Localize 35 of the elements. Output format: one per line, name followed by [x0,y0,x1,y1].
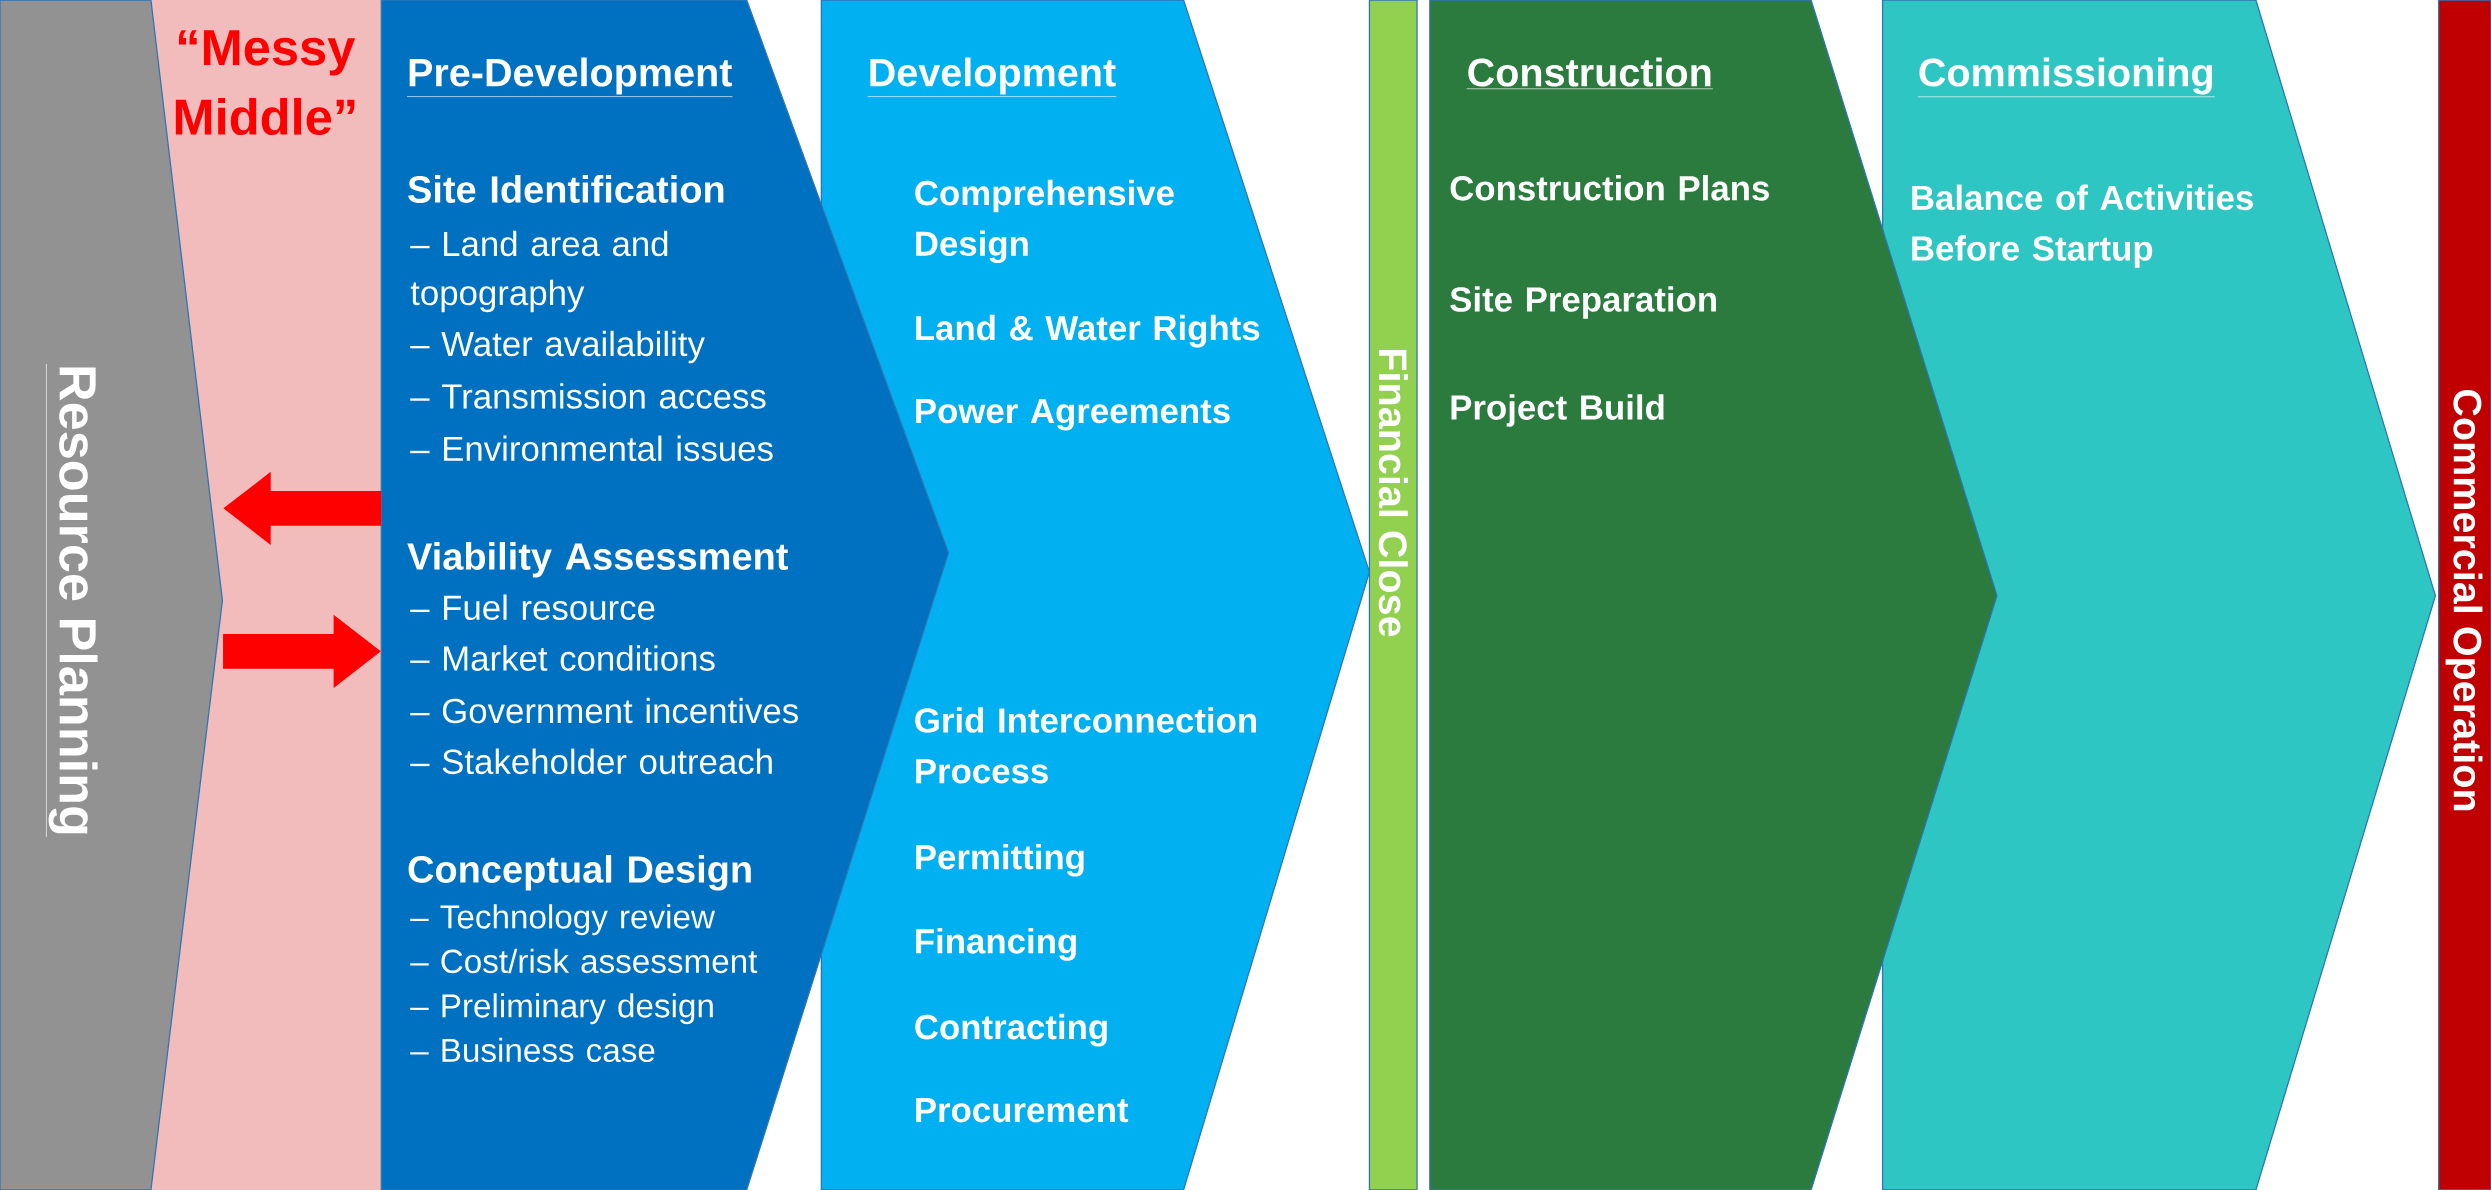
section-heading: Development [867,57,1117,97]
item-text: Grid Interconnection Process [915,707,1256,784]
bullet-item: – Preliminary design [410,993,713,1025]
item-text: Project Build [1451,394,1664,427]
section-heading: Construction [1466,57,1714,90]
item-text: Power Agreements [916,399,1230,431]
item-text: Financing [916,928,1076,961]
vertical-heading: Resource Planning [46,363,98,838]
subheading: Site Identification [408,175,724,203]
bullet-item: – Fuel resource [410,594,655,621]
bullet-item: – Business case [410,1037,655,1063]
subheading: Conceptual Design [408,855,751,891]
vertical-label: Financial Close [1378,350,1408,637]
item-text: Site Preparation [1450,286,1716,319]
vertical-label: Commercial Operation [2445,390,2483,811]
section-heading: Pre-Development [406,57,733,97]
bullet-item: – Government incentives [410,697,798,724]
bullet-item: – Stakeholder outreach [410,748,772,775]
callout-text: “Messy Middle” [175,30,356,136]
bullet-item: – Transmission access [410,383,766,409]
bullet-item: – Cost/risk assessment [410,948,758,974]
item-text: Land & Water Rights [916,314,1260,348]
bullet-item: – Market conditions [410,645,715,671]
item-text: Permitting [916,843,1084,877]
item-text: Comprehensive Design [915,179,1174,264]
bullet-item: – Technology review [410,904,716,936]
subheading: Viability Assessment [407,542,788,578]
bullet-item: – Environmental issues [410,435,773,462]
bullet-item: – Water availability [410,330,705,364]
item-text: Construction Plans [1450,175,1769,201]
item-text: Procurement [916,1098,1129,1123]
item-text: Balance of Activities Before Startup [1912,184,2253,268]
section-heading: Commissioning [1917,57,2215,98]
bullet-item: – Land area and topography [410,230,668,313]
item-text: Contracting [915,1013,1107,1047]
